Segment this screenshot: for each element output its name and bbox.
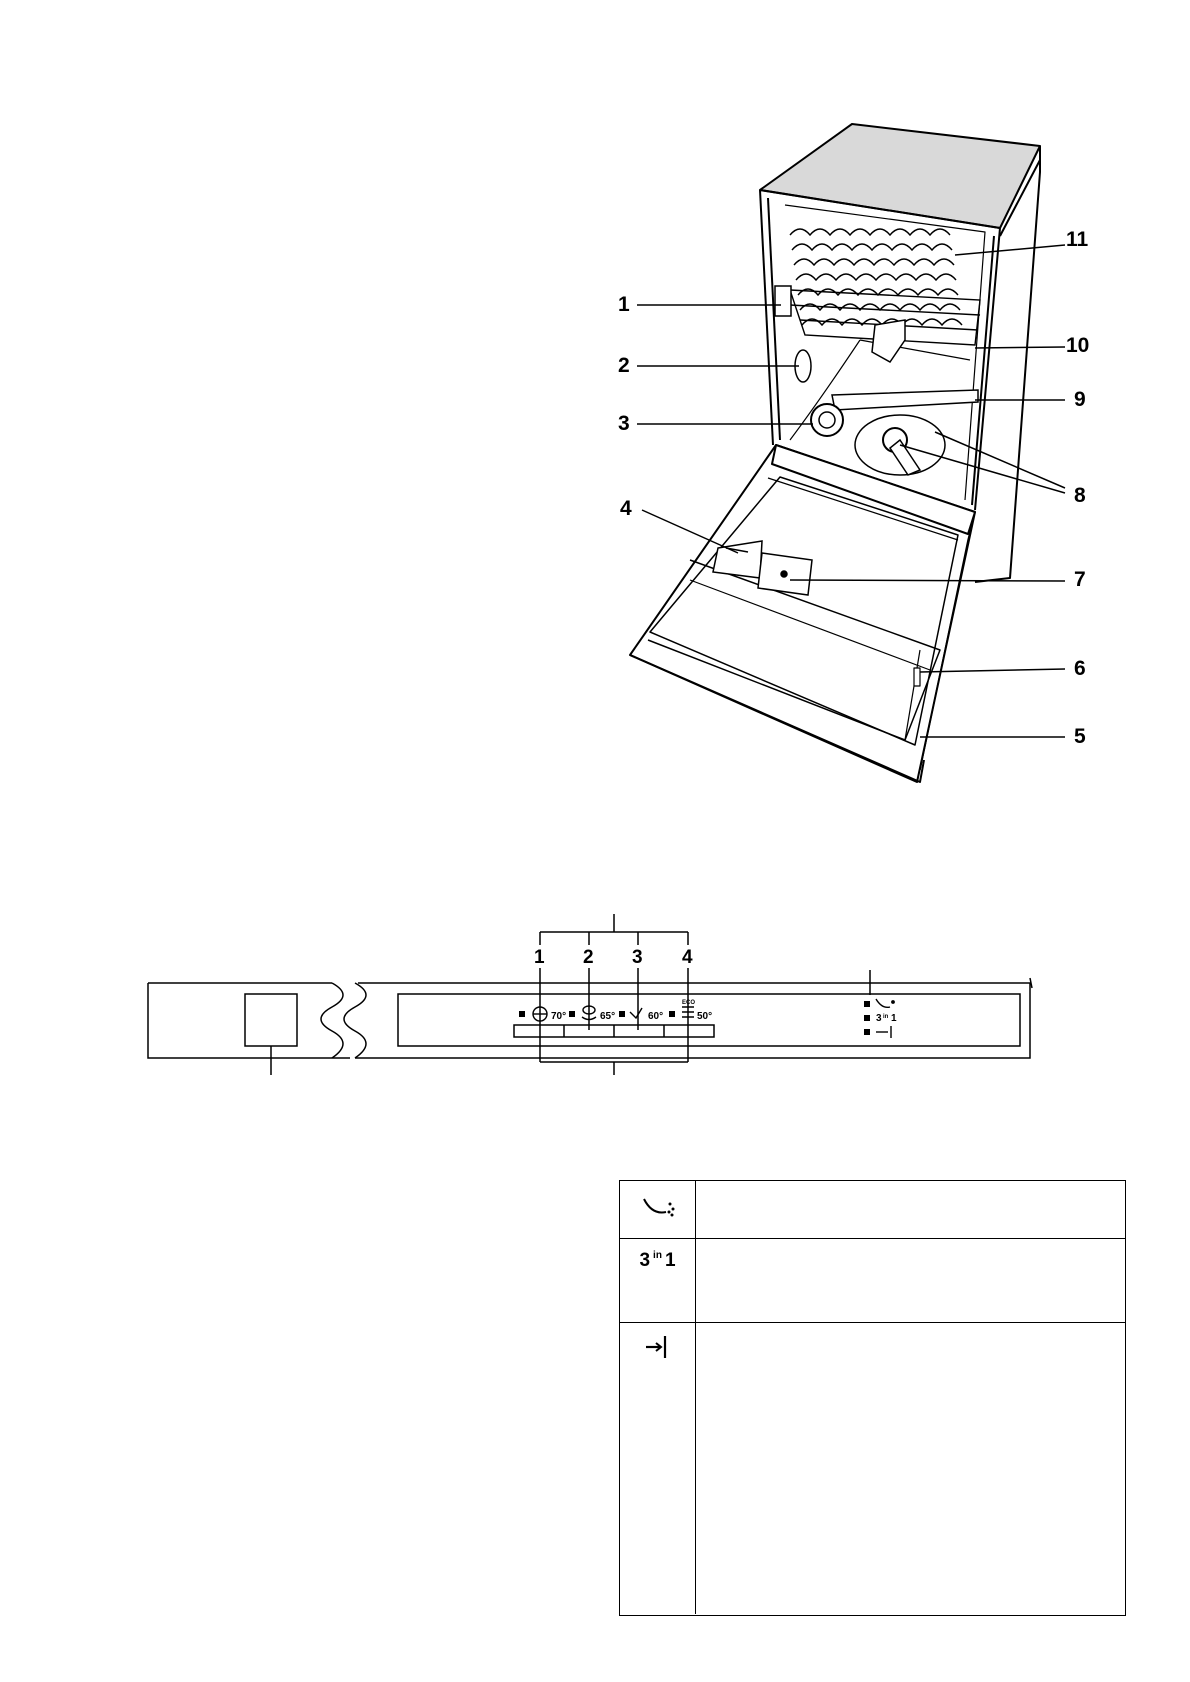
callout-1: 1	[618, 293, 630, 316]
callout-6: 6	[1074, 657, 1086, 680]
panel-3in1-small: in	[883, 1014, 889, 1020]
legend-row-end	[620, 1322, 1125, 1614]
program-number-4: 4	[682, 947, 693, 968]
temp-70: 70°	[551, 1011, 566, 1022]
3in1-tail: 1	[664, 1250, 676, 1271]
legend-row-salt	[620, 1181, 1125, 1239]
program-number-3: 3	[632, 947, 643, 968]
callout-8: 8	[1074, 484, 1086, 507]
program-number-2: 2	[583, 947, 594, 968]
callout-10: 10	[1066, 334, 1090, 357]
3in1-small: in	[653, 1250, 662, 1261]
callout-2: 2	[618, 354, 630, 377]
program-number-1: 1	[534, 947, 545, 968]
3in1-main: 3	[639, 1250, 651, 1271]
callout-11: 11	[1066, 228, 1089, 251]
legend-icon-cell	[620, 1181, 696, 1238]
temp-65: 65°	[600, 1011, 615, 1022]
legend-icon-cell	[620, 1322, 696, 1614]
callout-7: 7	[1074, 568, 1086, 591]
panel-3in1-tail: 1	[891, 1013, 897, 1024]
temp-50: 50°	[697, 1011, 712, 1022]
temp-60: 60°	[648, 1011, 663, 1022]
end-of-program-icon	[645, 1336, 666, 1358]
control-panel-diagram: 70° 65° 60° 50° ECO 3 in 1	[147, 914, 1033, 1075]
callout-5: 5	[1074, 725, 1086, 748]
callout-4: 4	[620, 497, 632, 520]
callout-3: 3	[618, 412, 630, 435]
callout-9: 9	[1074, 388, 1086, 411]
salt-indicator-icon	[642, 1198, 674, 1217]
panel-3in1-main: 3	[876, 1013, 882, 1024]
dishwasher-illustration	[629, 123, 1066, 783]
eco-label: ECO	[682, 1000, 695, 1006]
